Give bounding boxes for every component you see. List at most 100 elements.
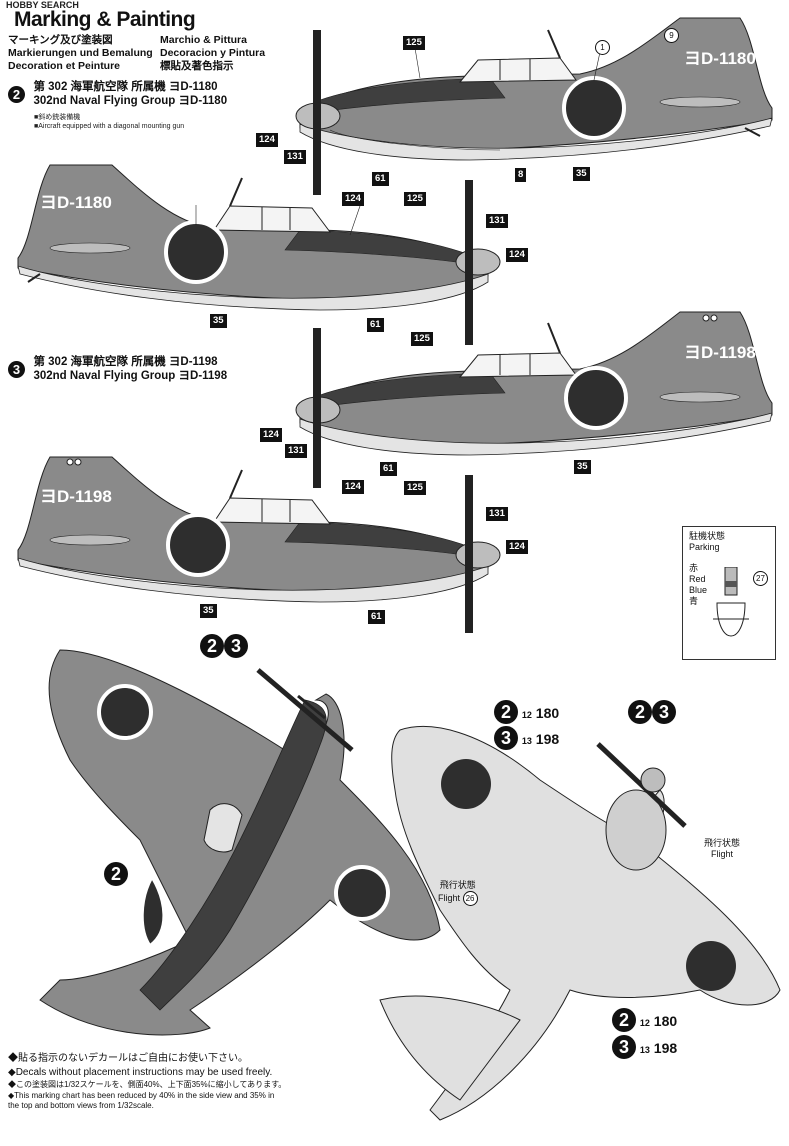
header-fr: Decoration et Peinture [8,60,121,72]
legend-blue: Blue [689,585,708,595]
brand-watermark: HOBBY SEARCH [6,0,79,10]
callout-125: 125 [403,36,425,50]
callout-125b: 125 [404,192,426,206]
callout-35b: 35 [210,314,227,328]
legend-parking-ja: 駐機状態 [689,531,726,541]
note-en1: ◆Decals without placement instructions m… [8,1067,273,1078]
callout-124c: 124 [506,248,528,262]
scheme2-heading: 2 第 302 海軍航空隊 所属機 ヨD-1180 302nd Naval Fl… [8,80,227,108]
legend-ref: 27 [753,571,768,586]
code-val-180b: 180 [653,1013,678,1029]
serial-s2-left: ヨD-1180 [40,193,112,212]
leader-lines [195,47,601,236]
wheel-icon [713,567,749,637]
badge-3-bottom: 3 [652,700,676,724]
scheme3-heading: 3 第 302 海軍航空隊 所属機 ヨD-1198 302nd Naval Fl… [8,355,227,383]
codes-top: 2 12 180 3 13 198 [494,700,559,752]
badge-2-bottom: 2 [628,700,652,724]
bottom-view [379,726,781,1121]
legend-parking-en: Parking [689,542,720,552]
scheme3-badge: 3 [8,360,25,378]
side-view-2-left [17,164,501,345]
flight-label-left: 飛行状態 Flight 26 [438,878,478,906]
legend-blue-ja: 青 [689,596,699,606]
scheme2-badge: 2 [8,85,25,103]
code-val-180a: 180 [535,705,560,721]
callout-131b: 131 [486,214,508,228]
code-badge-2b: 2 [612,1008,636,1032]
flight-ja-left: 飛行状態 [439,880,476,890]
badge-2-top: 2 [200,634,224,658]
scheme2-en: 302nd Naval Flying Group ヨD-1180 [33,95,228,107]
callout-61c: 61 [380,462,397,476]
flight-ja-right: 飛行状態 [704,838,741,848]
callout-131d: 131 [486,507,508,521]
scheme3-ja: 第 302 海軍航空隊 所属機 ヨD-1198 [33,356,218,368]
callout-125c: 125 [411,332,433,346]
flight-en-left: Flight [438,893,461,903]
flight-label-right: 飛行状態 Flight [704,836,740,859]
callout-61d: 61 [368,610,385,624]
callout-9: 9 [664,28,679,43]
callout-124d: 124 [260,428,282,442]
callout-125d: 125 [404,481,426,495]
legend-red-ja: 赤 [689,563,699,573]
callout-8: 8 [515,168,527,182]
callout-1: 1 [595,40,610,55]
badge-3-top: 3 [224,634,248,658]
scheme2-note-en: ■Aircraft equipped with a diagonal mount… [34,123,185,130]
callout-124: 124 [256,133,278,147]
header-es: Decoracion y Pintura [160,47,266,59]
code-ref-13a: 13 [521,736,532,746]
note-en2b: the top and bottom views from 1/32scale. [8,1101,154,1110]
top-view [39,649,441,1036]
code-ref-12b: 12 [639,1018,650,1028]
scheme2-note-ja: ■斜め銃装備機 [34,114,81,121]
legend-red: Red [689,574,706,584]
header-de: Markierungen und Bemalung [8,47,153,59]
callout-131: 131 [284,150,306,164]
note-ja2: ◆この塗装図は1/32スケールを、側面40%、上下面35%に縮小してあります。 [8,1080,287,1089]
scheme2-note: ■斜め銃装備機 ■Aircraft equipped with a diagon… [34,113,184,131]
side-view-2-right [295,17,773,195]
header-ja: マーキング及び塗装図 [8,34,113,46]
codes-bottom: 2 12 180 3 13 198 [612,1008,677,1062]
callout-61b: 61 [367,318,384,332]
serial-s2-right: ヨD-1180 [684,49,756,68]
callout-124e: 124 [342,480,364,494]
code-badge-2a: 2 [494,700,518,724]
callout-35: 35 [573,167,590,181]
scheme2-ja: 第 302 海軍航空隊 所属機 ヨD-1180 [33,81,218,93]
scheme3-en: 302nd Naval Flying Group ヨD-1198 [33,370,228,382]
side-view-3-left [17,456,501,633]
code-badge-3a: 3 [494,726,518,750]
callout-61: 61 [372,172,389,186]
header-left: マーキング及び塗装図 Markierungen und Bemalung Dec… [8,34,153,73]
page-title: Marking & Painting [14,8,196,31]
flight-ref: 26 [462,891,478,906]
callout-35c: 35 [574,460,591,474]
code-val-198b: 198 [653,1040,678,1056]
badge-2-left: 2 [104,862,128,886]
callout-124f: 124 [506,540,528,554]
note-ja1: ◆貼る指示のないデカールはご自由にお使い下さい。 [8,1053,248,1064]
header-zh: 標貼及著色指示 [160,60,234,72]
serial-s3-left: ヨD-1198 [40,487,112,506]
header-right: Marchio & Pittura Decoracion y Pintura 標… [160,34,265,73]
serial-s3-right: ヨD-1198 [684,343,756,362]
badge-2-left-num: 2 [104,862,128,886]
footer-notes: ◆貼る指示のないデカールはご自由にお使い下さい。 ◆Decals without… [8,1052,286,1112]
code-ref-13b: 13 [639,1045,650,1055]
header-it: Marchio & Pittura [160,34,247,46]
side-view-3-right [295,311,773,488]
flight-en-right: Flight [711,849,734,859]
callout-131c: 131 [285,444,307,458]
parking-legend: 駐機状態 Parking 赤 Red Blue 青 27 [682,526,776,660]
code-ref-12a: 12 [521,710,532,720]
callout-35d: 35 [200,604,217,618]
callout-124b: 124 [342,192,364,206]
code-badge-3b: 3 [612,1035,636,1059]
